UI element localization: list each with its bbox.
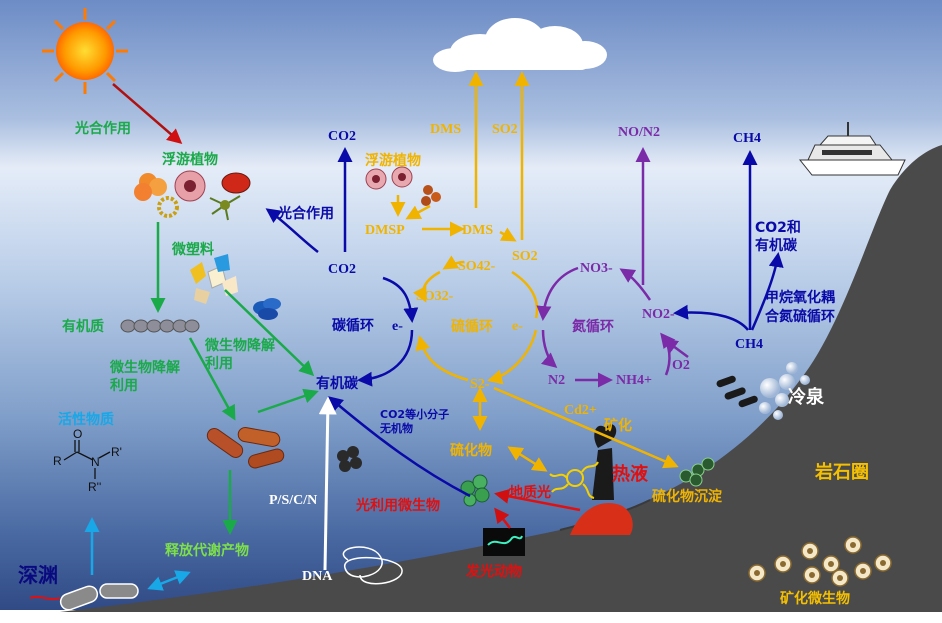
label-s2: S2- [470, 377, 490, 392]
active-substance-arrows [84, 517, 191, 591]
carbon-arrows [265, 147, 784, 498]
bioluminescent-animal-icon [483, 528, 525, 556]
label-ch4-top: CH4 [733, 131, 761, 146]
vent-creature-icon [549, 461, 599, 499]
label-nh4: NH4+ [616, 373, 652, 388]
phytoplankton-left-icon [134, 170, 251, 221]
label-abyss: 深渊 [18, 563, 58, 587]
label-n2: N2 [548, 373, 565, 388]
label-psc-n: P/S/C/N [269, 493, 317, 508]
label-phytoplankton-mid: 浮游植物 [365, 152, 421, 169]
label-photosynthesis-mid: 光合作用 [277, 205, 334, 222]
label-electron-sulfur: e- [512, 319, 523, 334]
phytoplankton-mid-icon [365, 166, 441, 206]
label-phytoplankton-left: 浮游植物 [162, 151, 218, 168]
cold-seep-bubbles-icon [759, 362, 810, 420]
label-methane-oxidation: 甲烷氧化耦合氮硫循环 [765, 289, 835, 325]
label-photosynthesis-top: 光合作用 [74, 120, 131, 137]
bacteria-icon [206, 427, 285, 469]
light-arrows [494, 488, 581, 529]
label-sulfur-cycle: 硫循环 [451, 318, 493, 335]
label-so2-mid: SO2 [512, 249, 538, 264]
mineralizing-microbes-icon [748, 536, 892, 587]
label-no-n2: NO/N2 [618, 125, 660, 140]
label-line: 甲烷氧化耦 [765, 289, 835, 306]
label-dmsp: DMSP [365, 223, 405, 238]
amide-n-label: N [91, 455, 100, 469]
label-so2-top: SO2 [492, 122, 518, 137]
label-geo-light: 地质光 [509, 484, 551, 501]
label-line: 利用 [110, 377, 138, 394]
label-organic-carbon: 有机碳 [316, 375, 359, 392]
label-o2: O2 [672, 358, 690, 373]
label-dms-top: DMS [430, 122, 461, 137]
label-line: 合氮硫循环 [765, 308, 835, 325]
bottom-margin [0, 610, 942, 623]
amide-r-label: R [53, 454, 62, 468]
nutrient-arrow [318, 396, 337, 571]
label-dms-mid: DMS [462, 223, 493, 238]
label-lithosphere: 岩石圈 [814, 461, 869, 483]
label-no2: NO2- [642, 307, 675, 322]
amide-o-label: O [73, 427, 82, 441]
label-co2-small-molecules: CO2等小分子无机物 [379, 407, 449, 435]
label-dna: DNA [302, 569, 333, 584]
label-line: 微生物降解 [204, 337, 275, 354]
label-no3: NO3- [580, 261, 613, 276]
label-cd2: Cd2+ [564, 403, 597, 418]
label-ch4-mid: CH4 [735, 337, 763, 352]
cloud-icon [433, 18, 607, 72]
label-microbial-degradation-left: 微生物降解利用 [109, 359, 180, 394]
cold-seep-microbes-icon [716, 375, 758, 408]
label-mineralizing-microbes: 矿化微生物 [780, 590, 850, 607]
label-nitrogen-cycle: 氮循环 [571, 318, 614, 335]
sky-background [0, 0, 942, 170]
sun-icon [42, 8, 128, 94]
amide-r1-label: R' [111, 445, 122, 459]
label-line: 无机物 [379, 421, 413, 435]
label-sulfides: 硫化物 [450, 442, 492, 459]
label-line: CO2等小分子 [380, 407, 449, 421]
label-hydrothermal: 热液 [612, 463, 649, 485]
label-active-substances: 活性物质 [58, 411, 114, 428]
amide-structure-icon [63, 440, 111, 479]
label-organic-matter: 有机质 [62, 318, 104, 335]
label-mineralization: 矿化 [604, 417, 632, 434]
label-microbial-degradation-mid: 微生物降解利用 [204, 337, 275, 372]
dark-particles-icon [337, 446, 362, 472]
sunlight-arrow [112, 83, 183, 144]
label-carbon-cycle: 碳循环 [332, 317, 374, 334]
seafloor-rock [60, 145, 942, 612]
label-co2-and-organic-carbon: CO2和有机碳 [755, 220, 801, 254]
label-so3: SO32- [416, 289, 454, 304]
label-bioluminescent-animals: 发光动物 [465, 563, 522, 580]
boat-icon [798, 122, 906, 176]
green-arrows [150, 222, 319, 535]
label-metabolites-release: 释放代谢产物 [165, 542, 249, 559]
organic-matter-chain-icon [120, 319, 200, 333]
amide-r2-label: R'' [88, 480, 101, 494]
label-microplastics: 微塑料 [171, 241, 214, 258]
label-line: CO2和 [755, 220, 801, 236]
label-co2-mid: CO2 [328, 262, 356, 277]
label-sulfide-deposits: 硫化物沉淀 [652, 488, 723, 505]
dna-strand-icon [342, 546, 403, 585]
label-co2-top: CO2 [328, 129, 356, 144]
label-cold-seep: 冷泉 [788, 386, 825, 408]
particle-cluster-icon [253, 298, 281, 320]
abyss-microbes-icon [29, 583, 139, 611]
label-line: 利用 [205, 355, 233, 372]
hydrothermal-vent-icon [570, 424, 633, 535]
label-light-microbes: 光利用微生物 [355, 497, 440, 514]
nitrogen-arrows [536, 147, 689, 388]
label-so4: SO42- [458, 259, 496, 274]
label-line: 有机碳 [755, 237, 798, 254]
label-line: 微生物降解 [109, 359, 180, 376]
label-electron-carbon: e- [392, 319, 403, 334]
